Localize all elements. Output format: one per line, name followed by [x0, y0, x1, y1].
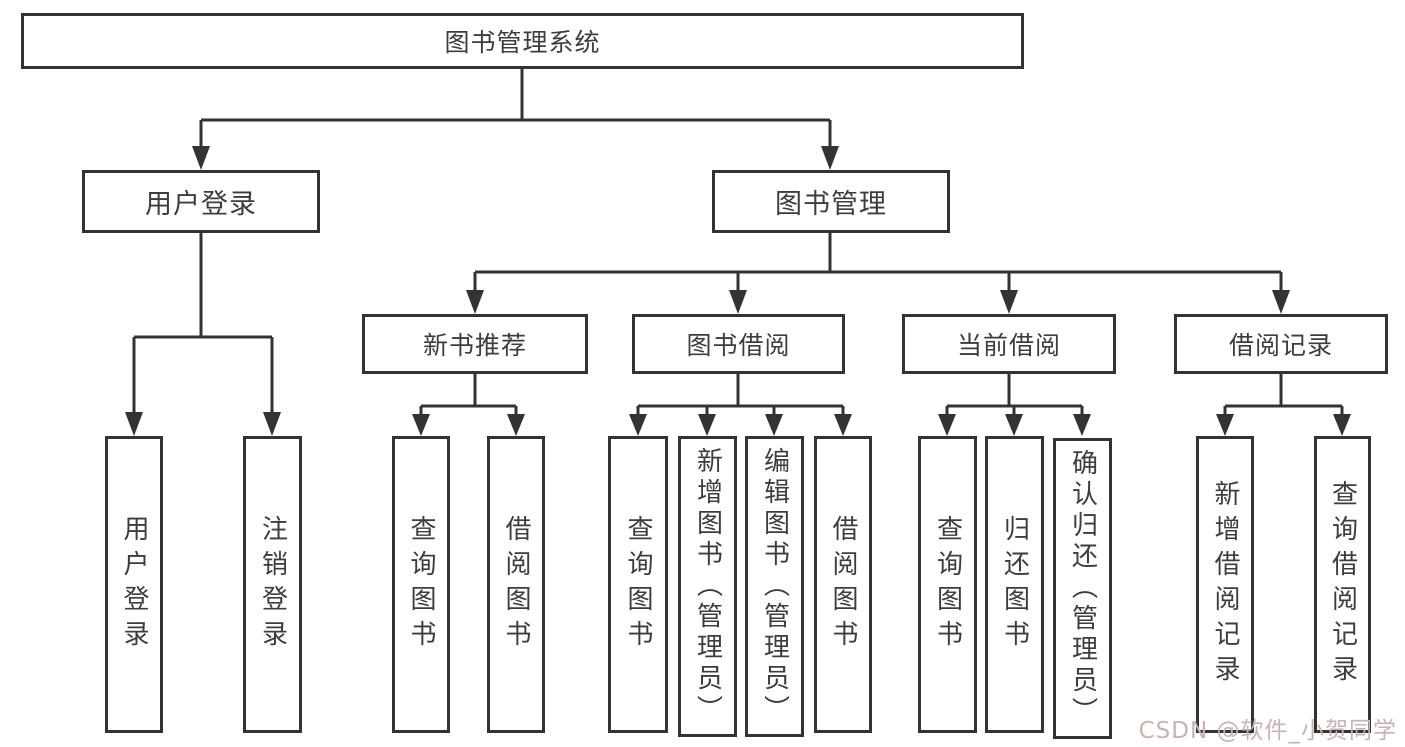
- leaf-return-books: 归还图书: [985, 436, 1044, 733]
- connector-new-book-rec-branch: [419, 374, 518, 416]
- node-label: 用户登录: [145, 189, 257, 220]
- node-label: 查询借阅记录: [1327, 479, 1358, 690]
- node-new-book-recommend: 新书推荐: [362, 314, 588, 374]
- leaf-add-borrow-record: 新增借阅记录: [1196, 436, 1254, 733]
- arrowheads-level1: [192, 146, 839, 170]
- leaf-add-books-admin: 新增图书（管理员）: [678, 436, 737, 737]
- connector-current-borrow-branch: [945, 374, 1084, 416]
- arrowheads-user-login-branch: [125, 412, 281, 436]
- node-label: 注销登录: [257, 514, 288, 655]
- leaf-query-borrow-record: 查询借阅记录: [1314, 436, 1371, 733]
- leaf-query-books-2: 查询图书: [608, 436, 668, 733]
- node-label: 确认归还（管理员）: [1067, 449, 1098, 728]
- node-label: 借阅记录: [1228, 331, 1333, 360]
- node-user-login: 用户登录: [82, 170, 320, 233]
- node-label: 借阅图书: [828, 514, 858, 655]
- leaf-query-books-3: 查询图书: [918, 436, 977, 733]
- node-borrow-records: 借阅记录: [1174, 314, 1388, 374]
- node-label: 图书借阅: [686, 331, 791, 360]
- node-book-management: 图书管理: [712, 170, 950, 233]
- leaf-borrow-books-2: 借阅图书: [814, 436, 872, 733]
- node-label: 查询图书: [406, 514, 436, 655]
- connector-user-login-branch: [132, 233, 274, 414]
- leaf-query-books-1: 查询图书: [392, 436, 450, 733]
- connector-book-borrow-branch: [636, 374, 845, 416]
- node-library-management-system: 图书管理系统: [21, 13, 1024, 69]
- csdn-watermark: CSDN @软件_小贺同学: [1138, 718, 1397, 744]
- node-label: 当前借阅: [956, 331, 1061, 360]
- arrowheads-leaf-level: [412, 414, 1351, 436]
- leaf-edit-books-admin: 编辑图书（管理员）: [745, 436, 804, 737]
- node-book-borrow: 图书借阅: [632, 314, 845, 374]
- node-label: 图书管理: [775, 189, 887, 220]
- node-label: 归还图书: [999, 514, 1030, 655]
- leaf-confirm-return-admin: 确认归还（管理员）: [1053, 438, 1112, 739]
- leaf-user-login: 用户登录: [105, 436, 163, 733]
- node-label: 新增借阅记录: [1210, 479, 1240, 690]
- connector-borrow-records-branch: [1223, 374, 1344, 416]
- node-label: 新书推荐: [422, 331, 527, 360]
- leaf-borrow-books-1: 借阅图书: [487, 436, 545, 733]
- connector-root-to-level1: [199, 69, 832, 148]
- node-label: 新增图书（管理员）: [692, 447, 723, 726]
- arrowheads-level2: [466, 290, 1290, 314]
- node-label: 查询图书: [623, 514, 653, 655]
- node-label: 查询图书: [932, 514, 963, 655]
- node-label: 借阅图书: [501, 514, 531, 655]
- node-label: 编辑图书（管理员）: [759, 447, 790, 726]
- node-label: 图书管理系统: [444, 28, 601, 57]
- node-label: 用户登录: [119, 514, 149, 655]
- connector-book-mgmt-branch: [473, 233, 1283, 292]
- node-current-borrow: 当前借阅: [902, 314, 1116, 374]
- leaf-logout: 注销登录: [243, 436, 302, 733]
